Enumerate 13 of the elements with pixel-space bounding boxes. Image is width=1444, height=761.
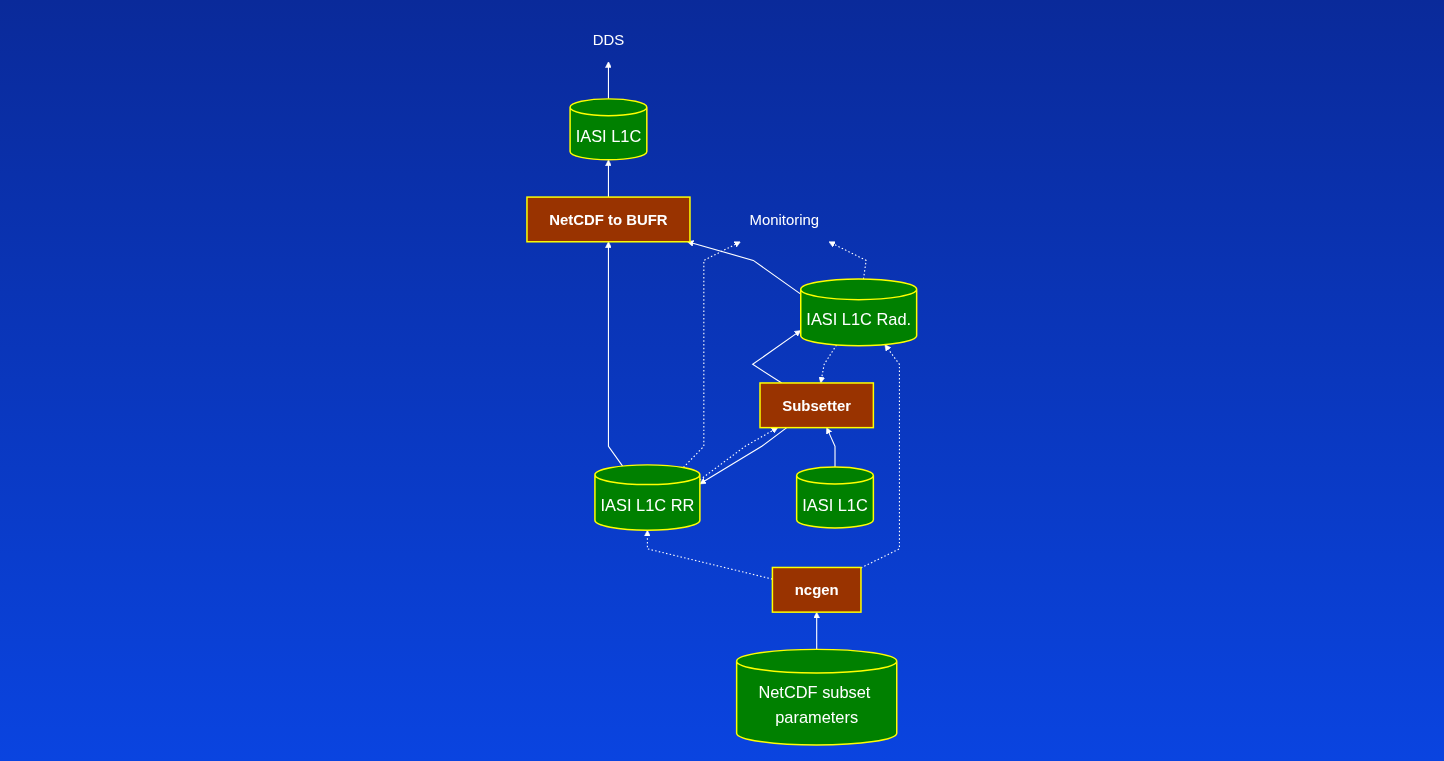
node-box: ncgen (771, 566, 862, 613)
arrow (687, 239, 802, 295)
node-text: Monitoring (749, 210, 820, 228)
arrow (605, 241, 624, 467)
arrow (826, 426, 836, 468)
node-box: NetCDF to BUFR (526, 195, 691, 243)
arrow (699, 426, 788, 484)
node-text: DDS (592, 30, 625, 48)
arrow (605, 60, 612, 99)
arrow (751, 329, 802, 384)
node-box: Subsetter (759, 381, 875, 428)
arrow (605, 159, 612, 198)
arrow (813, 611, 821, 650)
